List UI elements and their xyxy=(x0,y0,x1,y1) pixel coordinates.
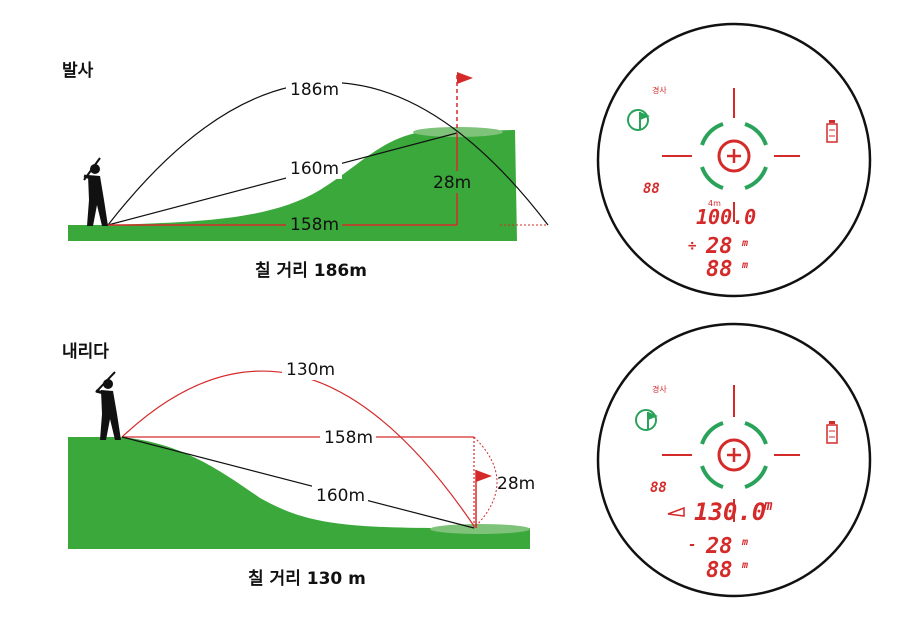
golfer-icon xyxy=(95,371,121,440)
downhill-arc-label: 130m xyxy=(286,360,335,380)
scope-top-icon-text: 88 xyxy=(643,181,660,197)
scope-top-sub-unit2: m xyxy=(741,260,748,271)
uphill-ground-label: 158m xyxy=(290,215,339,235)
scope-top-unit-small: 4m xyxy=(708,199,721,208)
angle-icon xyxy=(667,506,685,517)
scope-bottom-sub-value2: 88 xyxy=(706,558,733,583)
flag-mode-icon xyxy=(627,109,650,131)
scope-bottom-main-value: 130.0 xyxy=(694,498,766,526)
scope-top-sub-unit1: m xyxy=(741,238,748,249)
downhill-height-arc xyxy=(473,436,498,529)
downhill-slope-label: 160m xyxy=(316,486,365,506)
scope-bottom-sign: - xyxy=(688,537,696,553)
scope-top-sign: ÷ xyxy=(688,238,696,254)
scope-bottom-sub-unit1: m xyxy=(741,537,748,548)
scope-display-bottom: 경사 88 130.0 m - 28 m 88 m xyxy=(596,322,872,598)
uphill-title: 발사 xyxy=(62,61,94,81)
uphill-line xyxy=(107,132,458,226)
flag-icon xyxy=(456,72,473,132)
scope-bottom-icon-text: 88 xyxy=(650,480,667,496)
scope-top-sub-value1: 28 xyxy=(705,234,733,259)
uphill-arc-label: 186m xyxy=(290,80,339,100)
downhill-height-label: 28m xyxy=(497,474,535,494)
uphill-height-label: 28m xyxy=(433,173,471,193)
golfer-icon xyxy=(83,157,108,226)
scope-bottom-mode: 경사 xyxy=(652,384,667,394)
battery-icon xyxy=(826,421,838,444)
scope-top-mode: 경사 xyxy=(652,85,667,95)
scope-top-sub-value2: 88 xyxy=(706,257,733,282)
downhill-ground xyxy=(68,437,530,549)
downhill-caption: 칠 거리 130 m xyxy=(248,568,366,589)
uphill-caption: 칠 거리 186m xyxy=(255,260,367,281)
downhill-title: 내리다 xyxy=(62,342,109,362)
uphill-ground xyxy=(68,130,517,241)
scope-bottom-sub-unit2: m xyxy=(741,560,748,571)
downhill-diagram: 내리다 130m 158m 160m 28m 칠 거리 130 m xyxy=(62,342,535,589)
uphill-diagram: 발사 186m 160m 158m 28m xyxy=(62,61,549,281)
scope-top-main-value: 100.0 xyxy=(696,205,756,229)
downhill-line-label: 158m xyxy=(324,428,373,448)
scope-display-top: 경사 88 4m 100.0 ÷ 28 m 88 m xyxy=(596,22,872,298)
scope-bottom-sub-value1: 28 xyxy=(705,534,733,559)
uphill-line-label: 160m xyxy=(290,159,339,179)
downhill-green xyxy=(430,524,530,534)
flag-icon xyxy=(475,470,492,528)
battery-icon xyxy=(826,120,838,143)
scope-bottom-main-unit: m xyxy=(763,498,773,514)
flag-mode-icon xyxy=(635,409,658,431)
downhill-slope xyxy=(121,436,475,529)
